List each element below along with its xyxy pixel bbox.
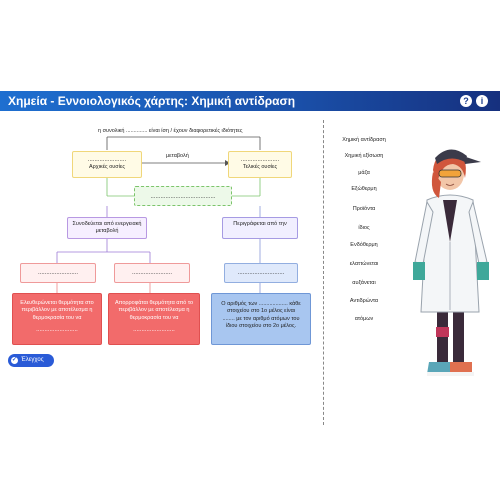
help-icon[interactable]: ? [460, 95, 472, 107]
released-blank[interactable]: ......................... [36, 327, 78, 334]
atoms-text-2: στοιχείου στο 1ο μέλος είναι [227, 308, 295, 315]
final-substances-box: ....................... Τελικές ουσίες [228, 151, 292, 178]
check-button-label: Έλεγχος [21, 357, 44, 363]
final-blank[interactable]: ....................... [240, 157, 280, 163]
described-label: Περιγράφεται από την [233, 221, 287, 227]
exothermic-description-box: Ελευθερώνεται θερμότητα στο περιβάλλον μ… [12, 293, 102, 345]
header-bar: Χημεία - Εννοιολογικός χάρτης: Χημική αν… [0, 91, 500, 111]
word-bank-item[interactable]: μάζα [358, 170, 370, 176]
word-bank-item[interactable]: ίδιος [358, 225, 370, 231]
atoms-text-1: Ο αριθμός των ................... κάθε [221, 301, 301, 307]
word-bank-item[interactable]: ατόμων [354, 316, 374, 322]
final-label: Τελικές ουσίες [242, 164, 278, 171]
equation-blank-box[interactable]: ............................ [224, 263, 298, 283]
word-bank-item[interactable]: Χημική αντίδραση [342, 137, 386, 143]
energy-label: Συνοδεύεται από ενεργειακή μεταβολή [72, 221, 142, 235]
word-bank-item[interactable]: αυξάνεται [352, 280, 376, 286]
middle-blank[interactable]: ....................................... [150, 194, 216, 200]
atoms-text-4: ίδιου στοιχείου στο 2ο μέλος. [225, 323, 297, 330]
absorbed-blank[interactable]: ......................... [133, 327, 175, 334]
reaction-type-blank-1-box[interactable]: ........................ [20, 263, 96, 283]
word-bank-item[interactable]: Χημική εξίσωση [344, 153, 384, 159]
change-label: μεταβολή [166, 153, 189, 159]
word-bank-item[interactable]: ελαττώνεται [349, 261, 379, 267]
energy-change-box: Συνοδεύεται από ενεργειακή μεταβολή [67, 217, 147, 239]
divider [323, 120, 324, 425]
word-bank-item[interactable]: Εξώθερμη [351, 186, 377, 192]
check-button[interactable]: ✓ Έλεγχος [8, 354, 54, 367]
described-by-box: Περιγράφεται από την [222, 217, 298, 239]
scientist-character-illustration [413, 149, 489, 376]
top-sentence: η συνολική .............. είναι ίση / έχ… [98, 128, 243, 134]
reaction-type-blank-2-box[interactable]: ........................ [114, 263, 190, 283]
initial-blank[interactable]: ....................... [87, 157, 127, 163]
initial-substances-box: ....................... Αρχικές ουσίες [72, 151, 142, 178]
reaction-type-blank-2[interactable]: ........................ [131, 270, 172, 276]
initial-label: Αρχικές ουσίες [88, 164, 126, 171]
word-bank-item[interactable]: Ενδόθερμη [350, 242, 378, 248]
check-icon: ✓ [11, 357, 18, 364]
reaction-type-blank-1[interactable]: ........................ [37, 270, 78, 276]
word-bank-item[interactable]: Αντιδρώντα [349, 298, 379, 304]
equation-blank[interactable]: ............................ [237, 270, 285, 276]
info-icon[interactable]: i [476, 95, 488, 107]
endothermic-description-box: Απορροφάται θερμότητα από το περιβάλλον … [108, 293, 200, 345]
absorbed-text: Απορροφάται θερμότητα από το περιβάλλον … [114, 300, 194, 321]
atoms-description-box: Ο αριθμός των ................... κάθε σ… [211, 293, 311, 345]
page-title: Χημεία - Εννοιολογικός χάρτης: Χημική αν… [8, 94, 296, 108]
atoms-text-3: ........ με τον αριθμό ατόμων του [222, 315, 300, 322]
released-text: Ελευθερώνεται θερμότητα στο περιβάλλον μ… [20, 300, 94, 321]
word-bank-item[interactable]: Προϊόντα [352, 206, 376, 212]
middle-blank-box[interactable]: ....................................... [134, 186, 232, 206]
